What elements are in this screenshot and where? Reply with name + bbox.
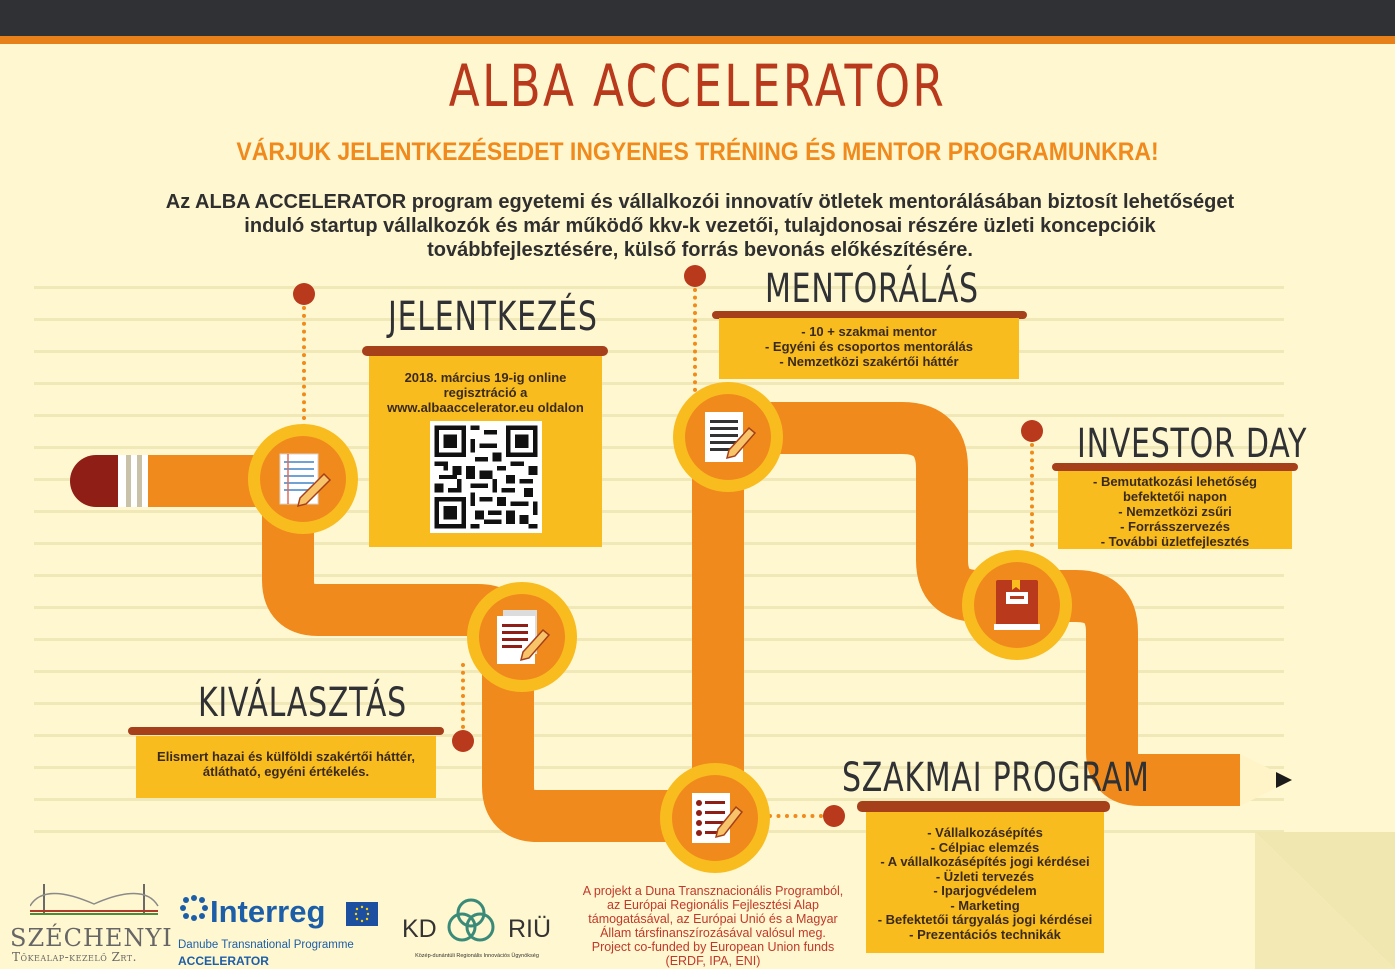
heading-mentoralas: MENTORÁLÁS xyxy=(765,266,979,312)
szechenyi-subtitle: Tőkealap-kezelő Zrt. xyxy=(12,950,137,964)
jelentkezes-line: www.albaaccelerator.eu oldalon xyxy=(387,400,584,415)
kivalasztas-line: Elismert hazai és külföldi szakértői hát… xyxy=(157,749,415,764)
connector-mentoralas xyxy=(693,288,697,392)
funding-line: az Európai Regionális Fejlesztési Alap xyxy=(607,898,819,912)
heading-jelentkezes: JELENTKEZÉS xyxy=(388,294,598,340)
bar-kivalasztas xyxy=(128,727,444,735)
box-kivalasztas: Elismert hazai és külföldi szakértői hát… xyxy=(136,736,436,798)
connector-jelentkezes xyxy=(302,306,306,428)
box-szakmai-program: - Vállalkozásépítés - Célpiac elemzés - … xyxy=(866,812,1104,953)
bridge-icon xyxy=(30,884,159,915)
mentoralas-item: - Nemzetközi szakértői háttér xyxy=(779,354,959,369)
step-node-jelentkezes xyxy=(248,424,358,534)
bar-szakmai-program xyxy=(857,801,1110,812)
kivalasztas-line: átlátható, egyéni értékelés. xyxy=(202,764,370,779)
jelentkezes-line: 2018. március 19-ig online xyxy=(404,370,567,385)
heading-szakmai-program: SZAKMAI PROGRAM xyxy=(842,755,1150,801)
step-node-mentoralas xyxy=(673,382,783,492)
interreg-wordmark: Interreg xyxy=(210,894,326,929)
szakmai-program-item: - Célpiac elemzés xyxy=(930,839,1040,855)
page-subtitle: VÁRJUK JELENTKEZÉSEDET INGYENES TRÉNING … xyxy=(236,138,1159,166)
folded-corner xyxy=(1255,832,1395,969)
book-icon xyxy=(994,580,1040,630)
box-jelentkezes: 2018. március 19-ig online regisztráció … xyxy=(369,356,602,547)
step-node-kivalasztas xyxy=(467,582,577,692)
box-investor-day: - Bemutatkozási lehetőség befektetői nap… xyxy=(1058,471,1292,549)
connector-kivalasztas xyxy=(461,663,465,729)
investor-day-item: - Forrásszervezés xyxy=(1120,519,1230,534)
notepad-pencil-icon xyxy=(279,453,332,508)
intro-paragraph: Az ALBA ACCELERATOR program egyetemi és … xyxy=(165,191,1235,261)
investor-day-item: - Bemutatkozási lehetőség xyxy=(1093,474,1257,489)
szechenyi-name: SZÉCHENYI xyxy=(10,924,173,952)
heading-kivalasztas: KIVÁLASZTÁS xyxy=(198,680,407,726)
funding-line: (ERDF, IPA, ENI) xyxy=(665,954,761,968)
interreg-logo: Interreg Danube Transnational Programme … xyxy=(178,892,388,968)
pencil-eraser xyxy=(70,455,118,507)
connector-investor-day xyxy=(1030,443,1034,547)
bar-investor-day xyxy=(1052,463,1298,471)
szakmai-program-item: - Vállalkozásépítés xyxy=(927,825,1043,840)
funding-line: Project co-funded by European Union fund… xyxy=(591,940,835,954)
bar-mentoralas xyxy=(712,311,1027,319)
qr-code-icon[interactable] xyxy=(429,421,542,533)
bar-jelentkezes xyxy=(362,346,608,356)
checklist-pencil-icon xyxy=(692,793,744,843)
mentoralas-item: - 10 + szakmai mentor xyxy=(801,324,937,339)
kdriu-right: RIÜ xyxy=(508,915,552,943)
step-node-investor-day xyxy=(962,550,1072,660)
pin-jelentkezes xyxy=(293,283,315,305)
funding-notice: A projekt a Duna Transznacionális Progra… xyxy=(572,884,854,968)
pin-kivalasztas xyxy=(452,730,474,752)
top-dark-bar xyxy=(0,0,1395,36)
investor-day-item: - További üzletfejlesztés xyxy=(1100,534,1250,549)
connector-szakmai-program xyxy=(768,814,823,818)
pencil-lead xyxy=(1276,772,1292,788)
szakmai-program-item: - A vállalkozásépítés jogi kérdései xyxy=(880,854,1090,869)
eu-flag-icon xyxy=(346,902,378,926)
pin-investor-day xyxy=(1021,420,1043,442)
interreg-programme: Danube Transnational Programme xyxy=(178,939,354,951)
step-node-szakmai-program xyxy=(660,763,770,873)
szechenyi-logo: SZÉCHENYI Tőkealap-kezelő Zrt. xyxy=(8,880,173,966)
szakmai-program-item: - Üzleti tervezés xyxy=(935,868,1035,884)
jelentkezes-line: regisztráció a xyxy=(443,385,528,400)
document-pencil-icon xyxy=(705,412,757,462)
interreg-dots-icon xyxy=(180,895,208,921)
heading-investor-day: INVESTOR DAY xyxy=(1077,421,1308,467)
investor-day-item: - Nemzetközi zsűri xyxy=(1118,504,1232,519)
page-title: ALBA ACCELERATOR xyxy=(448,52,947,120)
szakmai-program-item: - Iparjogvédelem xyxy=(933,883,1037,898)
szakmai-program-item: - Befektetői tárgyalás jogi kérdései xyxy=(877,912,1093,927)
mentoralas-item: - Egyéni és csoportos mentorálás xyxy=(764,339,974,354)
pin-mentoralas xyxy=(684,265,706,287)
investor-day-item: befektetői napon xyxy=(1122,489,1227,504)
funding-line: A projekt a Duna Transznacionális Progra… xyxy=(582,884,844,898)
pin-szakmai-program xyxy=(823,805,845,827)
szakmai-program-item: - Marketing xyxy=(950,897,1020,913)
funding-line: Állam társfinanszírozásával valósul meg. xyxy=(600,926,826,940)
pencil-ferrule xyxy=(118,455,148,507)
kdriu-logo: KD RIÜ Közép-dunántúli Regionális Innová… xyxy=(400,893,555,965)
pencil-tip xyxy=(1240,754,1292,806)
box-mentoralas: - 10 + szakmai mentor - Egyéni és csopor… xyxy=(719,318,1019,379)
szakmai-program-item: - Prezentációs technikák xyxy=(909,926,1061,942)
kdriu-tagline: Közép-dunántúli Regionális Innovációs Üg… xyxy=(415,953,539,959)
documents-pencil-icon xyxy=(497,610,551,664)
triquetra-icon xyxy=(447,898,495,942)
interreg-project: ACCELERATOR xyxy=(178,954,269,968)
kdriu-left: KD xyxy=(402,915,437,943)
top-orange-stripe xyxy=(0,36,1395,44)
funding-line: támogatásával, az Európai Unió és a Magy… xyxy=(588,912,838,926)
